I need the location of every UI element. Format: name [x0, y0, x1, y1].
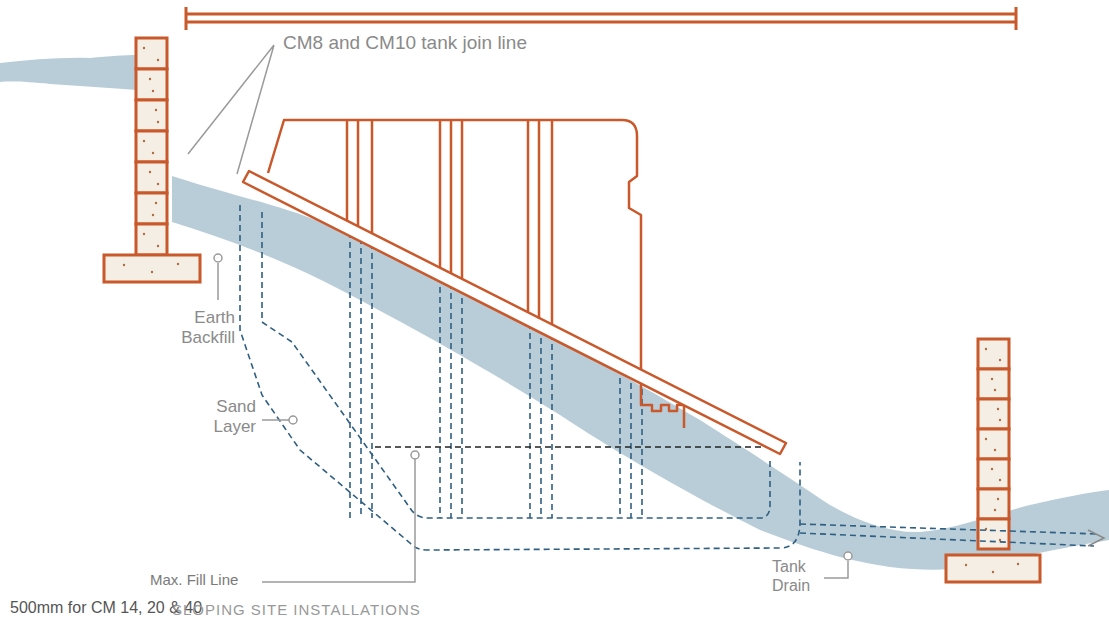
- tank-drain-label: Tank Drain: [772, 557, 828, 595]
- speck: [965, 564, 967, 566]
- speck: [149, 171, 151, 173]
- speck: [157, 59, 159, 61]
- join-leader: [188, 45, 274, 174]
- speck: [152, 214, 154, 216]
- leader-dot: [214, 254, 222, 262]
- brick: [136, 100, 167, 131]
- speck: [155, 202, 157, 204]
- brick: [136, 224, 167, 255]
- brick: [978, 519, 1009, 549]
- speck: [123, 264, 125, 266]
- tank-drain-dashed: [800, 524, 1098, 546]
- brick: [978, 399, 1009, 429]
- speck: [143, 140, 145, 142]
- backfill-leader: [217, 263, 219, 300]
- brick-column: [136, 38, 167, 255]
- speck: [985, 348, 987, 350]
- sand-layer-outline: [240, 205, 1098, 550]
- brick: [978, 339, 1009, 369]
- tank-join-label: CM8 and CM10 tank join line: [283, 32, 643, 55]
- speck: [157, 121, 159, 123]
- drain-leader: [824, 561, 848, 578]
- leader-lines: [188, 45, 852, 582]
- speck: [143, 47, 145, 49]
- speck: [143, 233, 145, 235]
- speck: [1017, 563, 1019, 565]
- sand-leader: [262, 419, 289, 421]
- speck: [994, 509, 996, 511]
- ground-band-left: [0, 55, 137, 90]
- speck: [994, 389, 996, 391]
- sand-layer-label: Sand Layer: [190, 397, 256, 438]
- max-fill-leader: [262, 459, 415, 582]
- max-fill-dashed: [375, 446, 785, 448]
- ground-bands: [0, 55, 1109, 570]
- dimension-tick: [1015, 7, 1018, 30]
- brick: [136, 162, 167, 193]
- sand-outer-dashed: [240, 205, 800, 550]
- speck: [994, 449, 996, 451]
- wall-footing: [946, 555, 1040, 582]
- caption-text: SLOPING SITE INSTALLATIONS: [172, 601, 492, 619]
- dimension-line: [186, 13, 1016, 16]
- leg-dashed: [440, 277, 462, 518]
- speck: [177, 263, 179, 265]
- tank: [243, 120, 786, 454]
- tank-legs: [347, 120, 552, 325]
- speck: [157, 183, 159, 185]
- leg-dashed: [530, 323, 552, 518]
- brick: [136, 38, 167, 69]
- dimension-tick: [185, 7, 188, 30]
- backfill-label: Earth Backfill: [160, 308, 235, 349]
- speck: [999, 419, 1001, 421]
- speck: [157, 245, 159, 247]
- speck: [999, 479, 1001, 481]
- leg-dashed: [350, 232, 372, 518]
- sand-inner-dashed: [262, 212, 770, 518]
- speck: [992, 571, 994, 573]
- speck: [152, 152, 154, 154]
- speck: [999, 539, 1001, 541]
- speck: [999, 359, 1001, 361]
- speck: [149, 78, 151, 80]
- brick: [136, 131, 167, 162]
- wall-footing: [104, 255, 200, 282]
- brick: [136, 193, 167, 224]
- speck: [991, 378, 993, 380]
- concrete-specks: [965, 348, 1019, 573]
- dimension-bar: [186, 7, 1016, 30]
- speck: [997, 408, 999, 410]
- speck: [155, 109, 157, 111]
- speck: [151, 271, 153, 273]
- speck: [985, 438, 987, 440]
- brick-column: [978, 339, 1009, 549]
- leader-dot: [289, 416, 297, 424]
- brick: [978, 459, 1009, 489]
- brick: [978, 489, 1009, 519]
- leader-dot: [411, 451, 419, 459]
- concrete-specks: [123, 47, 179, 273]
- tank-join-plate: [243, 171, 786, 454]
- max-fill-label: Max. Fill Line: [150, 571, 270, 589]
- speck: [152, 90, 154, 92]
- brick: [136, 69, 167, 100]
- tank-body-outline: [268, 120, 684, 428]
- brick: [978, 369, 1009, 399]
- leader-dot: [844, 552, 852, 560]
- dimension-line: [186, 21, 1016, 24]
- drain-arrowhead: [1088, 530, 1104, 546]
- leg-dashed: [620, 378, 642, 518]
- speck: [991, 468, 993, 470]
- speck: [997, 498, 999, 500]
- brick: [978, 429, 1009, 459]
- retaining-walls: [104, 38, 1040, 582]
